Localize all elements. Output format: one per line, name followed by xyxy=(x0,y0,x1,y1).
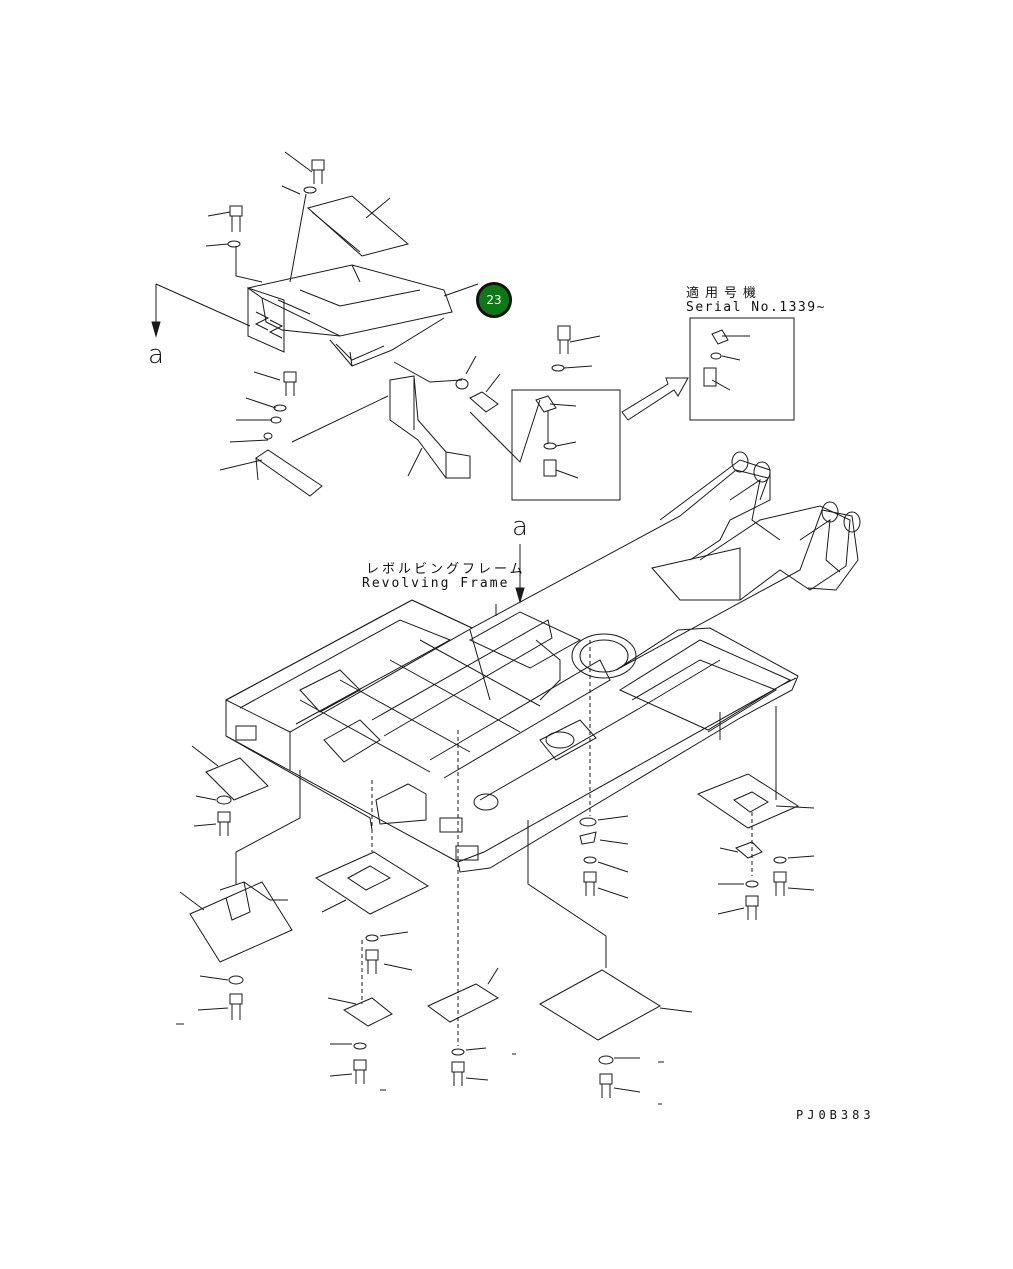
view-reference-a-frame: a xyxy=(512,512,528,542)
frame-view-arrow xyxy=(495,544,525,616)
frame-name-japanese: レボルビングフレーム xyxy=(366,562,526,577)
revolving-frame xyxy=(224,451,861,873)
frame-name-english: Revolving Frame xyxy=(362,576,510,591)
serial-detail-box xyxy=(689,317,795,421)
upper-cover-assembly xyxy=(151,151,541,497)
serial-heading-english: Serial No.1339~ xyxy=(686,300,826,315)
view-reference-a-left: a xyxy=(148,340,164,370)
drawing-code: PJ0B383 xyxy=(796,1108,875,1122)
part-callout-marker[interactable]: 23 xyxy=(476,282,512,318)
bolt-icon xyxy=(227,159,499,440)
lower-covers xyxy=(176,640,815,1105)
serial-heading-japanese: 適用号機 xyxy=(686,286,763,301)
bracket-detail-box xyxy=(511,325,689,501)
